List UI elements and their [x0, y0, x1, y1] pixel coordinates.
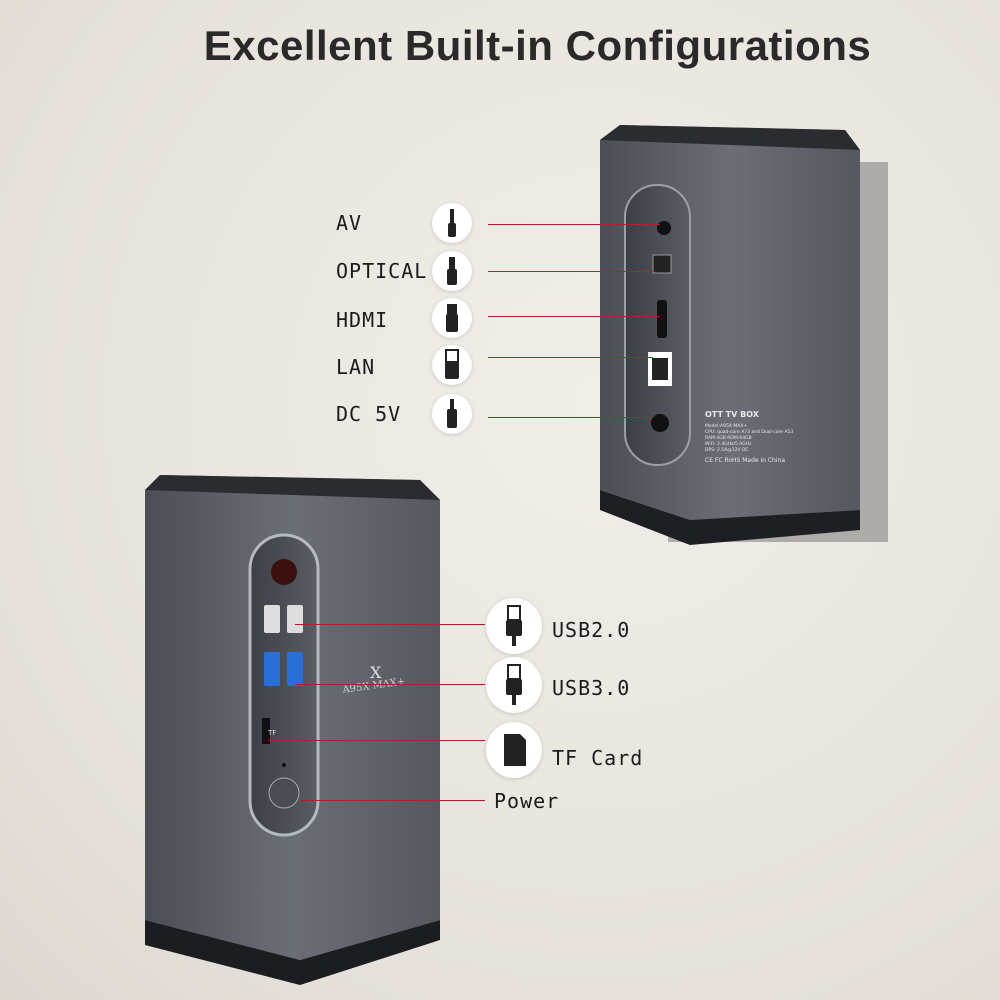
lan-label: LAN	[336, 355, 376, 379]
brand-mark: X	[370, 663, 382, 682]
hdmi-label: HDMI	[336, 308, 389, 332]
sticker-line: CPU: quad-core A73 and Dual-core A53	[705, 429, 793, 435]
usb3-label: USB3.0	[552, 676, 631, 700]
back-device: OTT TV BOX Model:A95X MAX+ CPU: quad-cor…	[600, 125, 888, 545]
dc-plug-icon	[432, 394, 472, 434]
sticker-line: RAM:4GB ROM:64GB	[705, 435, 752, 441]
usb3-plug-icon	[486, 657, 542, 713]
sd-card-icon	[486, 722, 542, 778]
sticker-line: WiFi: 2.4GHz/5.0GHz	[705, 441, 752, 447]
av-plug-icon	[432, 203, 472, 243]
sticker-heading: OTT TV BOX	[705, 410, 760, 419]
tf-slot-label: TF	[267, 729, 276, 737]
sticker-line: Model:A95X MAX+	[705, 423, 747, 429]
lan-plug-icon	[432, 345, 472, 385]
usb2-label: USB2.0	[552, 618, 631, 642]
front-device: TF X A95X MAX+	[145, 475, 440, 985]
optical-label: OPTICAL	[336, 259, 428, 283]
power-label: Power	[494, 789, 560, 813]
sticker-footer: CE FC RoHS Made in China	[705, 457, 785, 464]
hdmi-plug-icon	[432, 298, 472, 338]
tf-card-label: TF Card	[552, 746, 644, 770]
page-title: Excellent Built-in Configurations	[203, 22, 872, 69]
dc-label: DC 5V	[336, 402, 402, 426]
optical-plug-icon	[432, 251, 472, 291]
usb2-plug-icon	[486, 598, 542, 654]
av-label: AV	[336, 211, 363, 235]
sticker-line: DPS: 2.5A@12V DC	[705, 447, 749, 453]
